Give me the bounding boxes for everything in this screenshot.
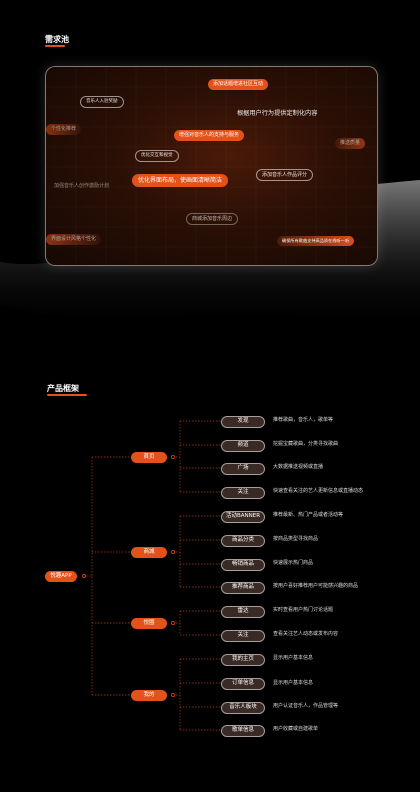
child-node: 歌单信息 [221, 725, 265, 737]
child-description: 按商品类型寻找商品 [273, 536, 319, 542]
framework-title: 产品框架 [47, 383, 87, 396]
child-node: 我的主页 [221, 654, 265, 666]
child-node: 广场 [221, 463, 265, 475]
child-description: 查看关注艺人动态或发布内容 [273, 631, 339, 637]
child-description: 按用户喜好推荐用户可能感兴趣的商品 [273, 583, 359, 589]
pool-tag: 优化界面布局，使画面清晰简洁 [132, 174, 229, 187]
child-node: 商品分类 [221, 535, 265, 547]
child-node: 活动BANNER [221, 511, 265, 523]
pool-tag: 确保所有歌曲支持高品质在线听一听 [277, 236, 355, 247]
child-description: 推荐最新、热门产品或者活动等 [273, 512, 344, 518]
framework-root-node: 悦趣APP [45, 571, 77, 582]
child-description: 推荐歌曲，音乐人，歌单等 [273, 417, 334, 423]
child-node: 雷达 [221, 606, 265, 618]
child-description: 快速展示热门商品 [273, 560, 314, 566]
child-description: 快速查看关注的艺人更新信息或直播动态 [273, 488, 364, 494]
pool-tag: 添加音乐人作品评分 [256, 169, 314, 181]
child-node: 关注 [221, 487, 265, 499]
pool-tag: 增强对音乐人的支持与服务 [174, 130, 245, 141]
child-node: 音乐人板块 [221, 702, 265, 714]
pool-tag: 音乐人入驻奖励 [80, 96, 124, 108]
child-node: 推荐商品 [221, 582, 265, 594]
child-node: 频道 [221, 440, 265, 452]
child-node: 畅销商品 [221, 559, 265, 571]
child-description: 显示用户基本信息 [273, 680, 314, 686]
branch-node-circle: 悦圈 [131, 618, 167, 629]
pool-tag: 个性化推荐 [46, 124, 82, 135]
pool-tag: 添加话题增进社区互动 [208, 79, 269, 90]
pool-tag: 推送质量 [335, 138, 366, 149]
branch-node-mine: 我的 [131, 690, 167, 701]
requirement-pool-card [45, 66, 378, 266]
pool-grid [46, 67, 377, 265]
pool-tag: 界面设计风格个性化 [46, 234, 102, 245]
pool-tag: 商城添加音乐周边 [186, 213, 239, 225]
child-description: 挖掘宝藏歌曲，分类寻找歌曲 [273, 441, 339, 447]
child-node: 订单信息 [221, 678, 265, 690]
branch-node-mall: 商城 [131, 547, 167, 558]
child-description: 大数据推送视频或直播 [273, 464, 324, 470]
pool-tag: 优化交互和视觉 [135, 150, 179, 162]
pool-tag: 根据用户行为提供定制化内容 [237, 110, 318, 117]
child-description: 实时查看用户热门讨论话题 [273, 607, 334, 613]
branch-node-home: 首页 [131, 452, 167, 463]
pool-title: 需求池 [45, 34, 69, 47]
child-description: 显示用户基本信息 [273, 655, 314, 661]
child-description: 用户收藏或自建歌单 [273, 726, 319, 732]
pool-tag: 加强音乐人创作激励计划 [54, 183, 110, 189]
child-description: 用户认证音乐人，作品管理等 [273, 703, 339, 709]
child-node: 关注 [221, 630, 265, 642]
child-node: 发现 [221, 416, 265, 428]
